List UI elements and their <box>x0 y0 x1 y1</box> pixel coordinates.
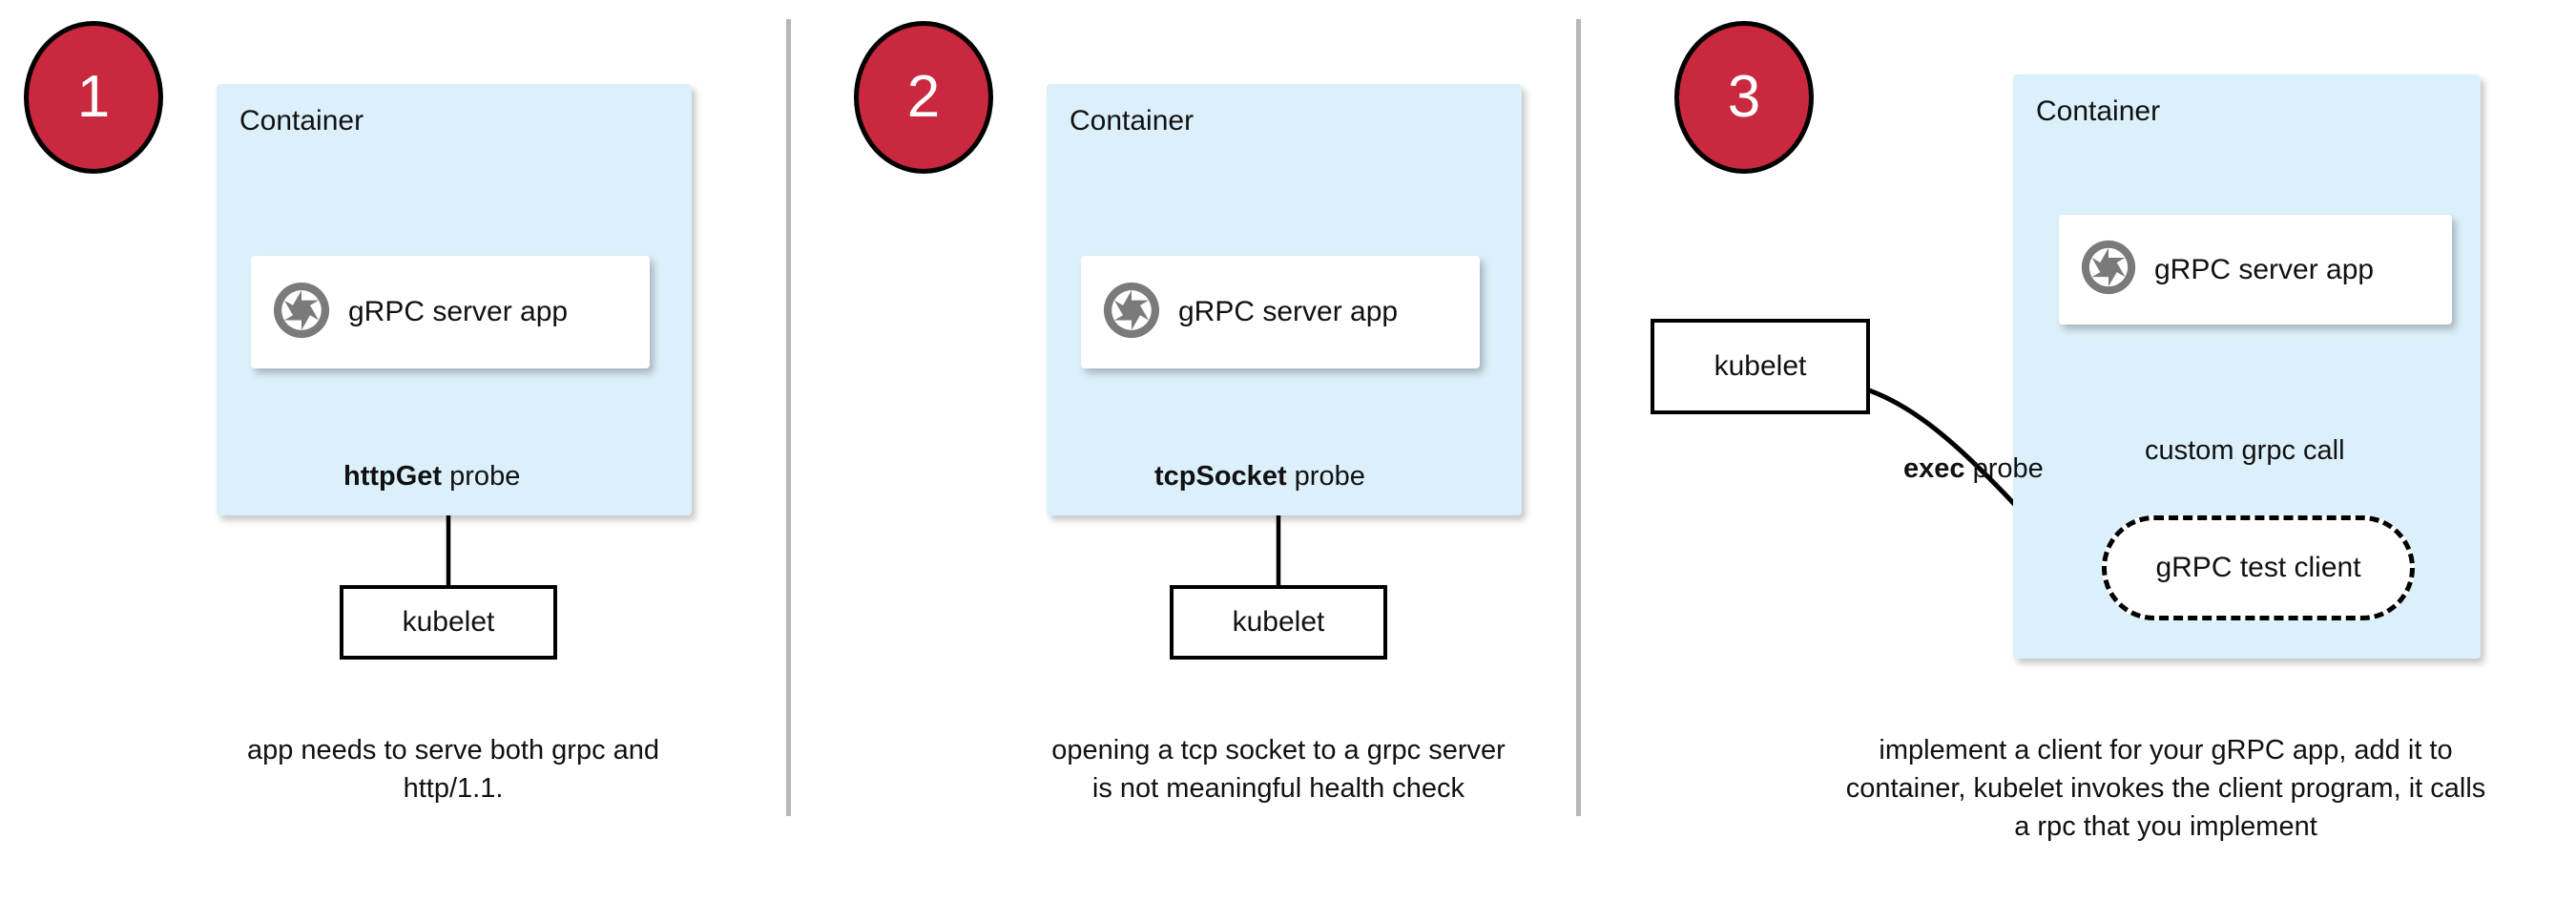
container-label-2: Container <box>1070 105 1195 136</box>
kubelet-box-1: kubelet <box>340 585 557 660</box>
grpc-server-app-card-2: gRPC server app <box>1081 256 1480 368</box>
step-badge-3: 3 <box>1674 21 1814 174</box>
probe-label-2-bold: tcpSocket <box>1154 461 1287 492</box>
grpc-server-app-label-1: gRPC server app <box>348 296 569 327</box>
step-badge-1: 1 <box>24 21 163 174</box>
aperture-icon <box>1102 281 1161 345</box>
custom-grpc-call-label: custom grpc call <box>2145 435 2345 466</box>
container-label-3: Container <box>2036 95 2161 127</box>
probe-label-3-rest: probe <box>1964 453 2044 484</box>
kubelet-label-1: kubelet <box>402 606 495 638</box>
grpc-server-app-card-1: gRPC server app <box>251 256 650 368</box>
probe-label-3: exec probe <box>1903 453 2044 485</box>
panel-caption-1: app needs to serve both grpc and http/1.… <box>246 735 660 805</box>
probe-label-1-bold: httpGet <box>343 461 443 492</box>
kubelet-label-2: kubelet <box>1232 606 1325 638</box>
grpc-test-client-box: gRPC test client <box>2102 515 2415 620</box>
step-badge-2: 2 <box>854 21 993 174</box>
probe-label-2: tcpSocket probe <box>1154 461 1365 493</box>
kubelet-box-2: kubelet <box>1170 585 1387 660</box>
probe-label-3-bold: exec <box>1903 453 1965 484</box>
panel-caption-2: opening a tcp socket to a grpc server is… <box>1051 735 1506 805</box>
probe-label-1: httpGet probe <box>343 461 520 493</box>
grpc-server-app-label-3: gRPC server app <box>2154 253 2375 285</box>
probe-label-2-rest: probe <box>1286 461 1365 492</box>
panel-divider-1 <box>786 19 791 816</box>
panel-caption-3: implement a client for your gRPC app, ad… <box>1845 735 2486 843</box>
step-badge-2-number: 2 <box>906 64 941 130</box>
kubelet-label-3: kubelet <box>1714 350 1807 382</box>
grpc-server-app-card-3: gRPC server app <box>2059 215 2452 325</box>
kubelet-box-3: kubelet <box>1651 319 1870 414</box>
aperture-icon <box>272 281 331 345</box>
probe-label-1-rest: probe <box>442 461 521 492</box>
aperture-icon <box>2080 239 2137 301</box>
grpc-server-app-label-2: gRPC server app <box>1178 296 1399 327</box>
grpc-test-client-label: gRPC test client <box>2155 552 2361 583</box>
container-label-1: Container <box>239 105 364 136</box>
panel-divider-2 <box>1576 19 1581 816</box>
step-badge-3-number: 3 <box>1727 64 1761 130</box>
step-badge-1-number: 1 <box>76 64 111 130</box>
